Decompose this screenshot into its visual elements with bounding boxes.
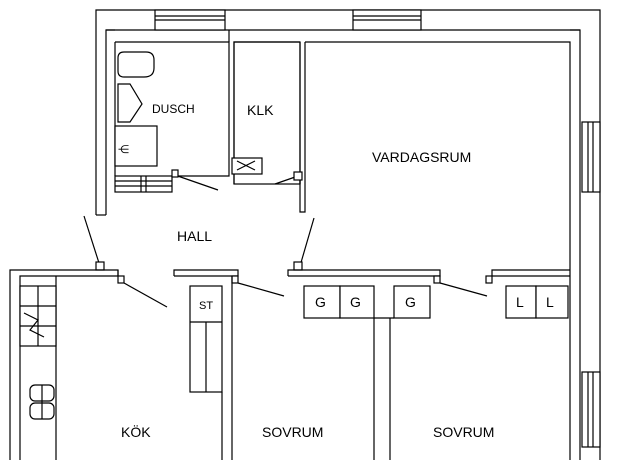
- bathroom: ⋲ DUSCH: [114, 41, 230, 193]
- st-wardrobe: ST: [189, 285, 223, 393]
- kitchen: KÖK: [19, 276, 233, 460]
- svg-text:⋲: ⋲: [118, 144, 129, 156]
- toilet-fixture: [117, 51, 155, 78]
- fixture-label-g-2: G: [350, 294, 361, 310]
- wardrobe-g-1: G: [303, 285, 341, 319]
- sink-fixture: [117, 83, 143, 123]
- wardrobe-g-3: G: [393, 285, 431, 319]
- fixture-label-l-1: L: [516, 294, 524, 310]
- right-window-lower: [581, 371, 601, 448]
- wardrobe-g-2: G: [339, 285, 375, 319]
- top-window-left: [154, 9, 226, 31]
- radiator: [114, 175, 173, 193]
- room-label-sovrum-1: SOVRUM: [262, 424, 323, 440]
- stove-fixture: [29, 384, 55, 420]
- room-label-kok: KÖK: [121, 423, 151, 440]
- wardrobe-l-2: L: [535, 285, 569, 319]
- wardrobe-l-1: L: [505, 285, 537, 319]
- fixture-label-g-3: G: [405, 294, 416, 310]
- fixture-label-g-1: G: [315, 294, 326, 310]
- fixture-label-st: ST: [199, 300, 213, 312]
- right-window-upper: [581, 121, 601, 193]
- room-label-dusch: DUSCH: [152, 102, 195, 116]
- room-label-vardagsrum: VARDAGSRUM: [372, 149, 471, 165]
- room-label-hall: HALL: [177, 228, 212, 244]
- top-window-right: [352, 9, 422, 31]
- shower-tray: [114, 125, 158, 167]
- room-label-klk: KLK: [247, 102, 274, 118]
- room-label-sovrum-2: SOVRUM: [433, 424, 494, 440]
- fixture-label-l-2: L: [546, 294, 554, 310]
- vardagsrum-walls: [293, 42, 306, 213]
- klk-closet: KLK: [231, 41, 301, 185]
- outer-walls: [95, 9, 601, 460]
